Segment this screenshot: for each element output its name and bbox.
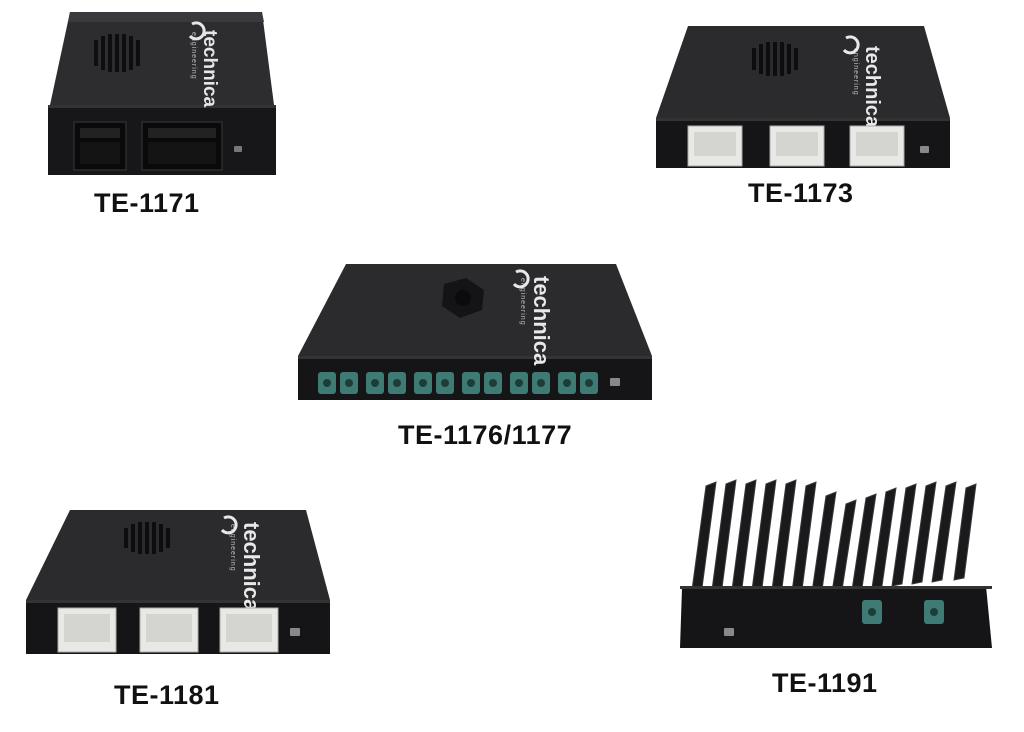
logo-swirl-icon bbox=[842, 35, 860, 55]
product-te-1176: technica engineering TE-1176/1177 bbox=[296, 262, 656, 462]
brand-tagline: engineering bbox=[190, 32, 197, 80]
mini-port-icon bbox=[920, 146, 929, 153]
vent-grille-icon bbox=[124, 522, 170, 554]
mini-port-icon bbox=[290, 628, 300, 636]
brand-name: technica bbox=[529, 276, 554, 366]
vent-grille-icon bbox=[752, 42, 798, 76]
teal-fakra-connector bbox=[862, 600, 882, 624]
product-label: TE-1173 bbox=[748, 178, 854, 208]
technica-logo: technica engineering bbox=[190, 30, 220, 108]
brand-tagline: engineering bbox=[229, 524, 236, 572]
brand-name: technica bbox=[199, 30, 220, 108]
technica-logo: technica engineering bbox=[229, 522, 264, 612]
technica-logo: technica engineering bbox=[852, 46, 883, 128]
logo-swirl-icon bbox=[512, 269, 530, 289]
white-header-connector bbox=[849, 125, 905, 167]
brand-tagline: engineering bbox=[852, 48, 859, 96]
white-header-connector bbox=[687, 125, 743, 167]
mini-port-icon bbox=[610, 378, 620, 386]
black-header-connector bbox=[73, 121, 127, 171]
product-label: TE-1171 bbox=[94, 188, 200, 218]
te-1181-device-image: technica engineering bbox=[26, 510, 330, 654]
mini-port-icon bbox=[724, 628, 734, 636]
product-te-1171: technica engineering TE-1171 bbox=[42, 10, 282, 218]
te-1173-device-image: technica engineering bbox=[656, 26, 950, 168]
logo-swirl-icon bbox=[188, 21, 206, 41]
product-te-1173: technica engineering TE-1173 bbox=[654, 22, 954, 208]
white-header-connector bbox=[57, 607, 117, 653]
technica-logo: technica engineering bbox=[519, 276, 554, 366]
product-te-1191: TE-1191 bbox=[676, 478, 996, 708]
brand-name: technica bbox=[239, 522, 264, 612]
product-label: TE-1191 bbox=[772, 668, 878, 698]
logo-swirl-icon bbox=[220, 515, 238, 535]
te-1176-device-image: technica engineering bbox=[298, 264, 652, 400]
product-label: TE-1181 bbox=[114, 680, 220, 710]
brand-name: technica bbox=[861, 46, 883, 128]
teal-fakra-connector bbox=[924, 600, 944, 624]
white-header-connector bbox=[139, 607, 199, 653]
vent-grille-icon bbox=[94, 34, 140, 72]
heatsink-fins bbox=[691, 479, 977, 593]
product-te-1181: technica engineering TE-1181 bbox=[24, 508, 334, 718]
black-header-connector bbox=[141, 121, 223, 171]
mini-port-icon bbox=[234, 146, 242, 152]
te-1191-device-image bbox=[680, 479, 992, 648]
white-header-connector bbox=[219, 607, 279, 653]
white-header-connector bbox=[769, 125, 825, 167]
product-label: TE-1176/1177 bbox=[398, 420, 573, 450]
brand-tagline: engineering bbox=[519, 278, 526, 326]
te-1171-device-image: technica engineering bbox=[48, 12, 276, 175]
